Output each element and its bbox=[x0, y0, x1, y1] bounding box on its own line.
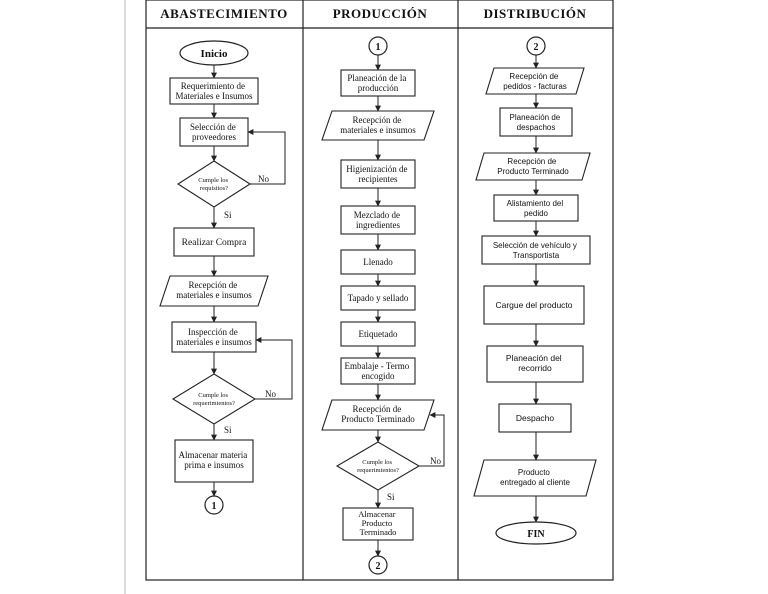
decision-cumple-requisitos bbox=[176, 160, 252, 208]
embalaje-label: Embalaje - Termo encogido bbox=[345, 361, 412, 381]
planeacion-label: Planeación de la producción bbox=[347, 73, 408, 93]
connector-in-2-label: 2 bbox=[534, 42, 539, 53]
io-recepcion-materiales-produccion bbox=[321, 110, 435, 141]
process-inspeccion bbox=[171, 321, 257, 353]
no-label-1: No bbox=[258, 174, 269, 184]
planeacion-despachos-label: Planeación de despachos bbox=[510, 113, 563, 132]
planeacion-recorrido-label: Planeación del recorrido bbox=[506, 353, 564, 373]
seleccion-vehiculo-label: Selección de vehículo y Transportista bbox=[493, 241, 579, 260]
decision1-label: Cumple los requisitos? bbox=[198, 177, 229, 192]
process-planeacion-recorrido bbox=[486, 345, 584, 383]
decision-cumple-requerimientos-1 bbox=[171, 373, 257, 425]
almacenar-pt-label: Almacenar Producto Terminado bbox=[358, 509, 397, 537]
lane-abastecimiento: Inicio Requerimiento de Materiales e Ins… bbox=[159, 40, 293, 515]
almacenar-label: Almacenar materia prima e insumos bbox=[179, 450, 250, 470]
process-cargue-producto bbox=[483, 285, 585, 325]
connector-out-2 bbox=[368, 555, 388, 575]
process-tapado-sellado bbox=[340, 285, 416, 311]
process-almacenar-materia-prima bbox=[174, 439, 254, 483]
lane-distribucion: 2 Recepción de pedidos - facturas Planea… bbox=[473, 36, 597, 545]
mezclado-label: Mezclado de ingredientes bbox=[354, 210, 402, 230]
connector-out-1 bbox=[204, 495, 224, 515]
cargue-label: Cargue del producto bbox=[495, 300, 572, 310]
io-recepcion-pedidos bbox=[485, 67, 585, 95]
end-label: FIN bbox=[527, 529, 545, 540]
start-label: Inicio bbox=[201, 48, 228, 60]
connector-out-1-label: 1 bbox=[212, 501, 217, 512]
no-label-3: No bbox=[430, 456, 441, 466]
realizar-compra-label: Realizar Compra bbox=[182, 238, 247, 248]
decision-cumple-requerimientos-2 bbox=[335, 441, 421, 491]
si-label-3: Si bbox=[387, 492, 395, 502]
inspeccion-label: Inspección de materiales e insumos bbox=[176, 327, 252, 347]
si-label-1: Si bbox=[224, 210, 232, 220]
lane-header-produccion: PRODUCCIÓN bbox=[333, 6, 428, 21]
process-llenado bbox=[340, 249, 416, 275]
io-recepcion-materiales bbox=[159, 275, 269, 307]
si-label-2: Si bbox=[224, 425, 232, 435]
no-label-2: No bbox=[265, 389, 276, 399]
process-despacho bbox=[498, 403, 572, 433]
lane-header-abastecimiento: ABASTECIMIENTO bbox=[160, 6, 287, 21]
seleccion-label: Selección de proveedores bbox=[190, 122, 238, 142]
swimlane-frame bbox=[124, 0, 614, 594]
process-alistamiento bbox=[493, 194, 579, 222]
process-planeacion-produccion bbox=[340, 69, 416, 97]
alistamiento-label: Alistamiento del pedido bbox=[507, 199, 566, 218]
connector-in-1-label: 1 bbox=[376, 42, 381, 53]
recepcion-produccion-label: Recepción de materiales e insumos bbox=[340, 115, 416, 135]
higienizacion-label: Higienización de recipientes bbox=[346, 164, 409, 184]
io-producto-entregado bbox=[473, 459, 597, 497]
requerimiento-label: Requerimiento de Materiales e Insumos bbox=[176, 81, 253, 101]
io-recepcion-producto-terminado bbox=[321, 399, 435, 431]
end-terminator bbox=[495, 521, 577, 545]
recepcion-pedidos-label: Recepción de pedidos - facturas bbox=[503, 72, 567, 91]
connector-out-2-label: 2 bbox=[376, 561, 381, 572]
process-planeacion-despachos bbox=[499, 107, 573, 137]
etiquetado-label: Etiquetado bbox=[359, 329, 398, 339]
process-seleccion-proveedores bbox=[179, 117, 249, 147]
producto-entregado-label: Producto entregado al cliente bbox=[500, 468, 570, 487]
process-embalaje bbox=[340, 357, 416, 385]
llenado-label: Llenado bbox=[363, 257, 393, 267]
recepcion-label: Recepción de materiales e insumos bbox=[176, 280, 252, 300]
lane-produccion: 1 Planeación de la producción Recepción … bbox=[321, 36, 445, 575]
process-requerimiento bbox=[169, 77, 259, 105]
decision3-label: Cumple los requerimientos? bbox=[357, 459, 399, 474]
process-etiquetado bbox=[340, 321, 416, 347]
despacho-label: Despacho bbox=[516, 413, 555, 423]
lane-header-distribucion: DISTRIBUCIÓN bbox=[484, 6, 587, 21]
decision2-label: Cumple los requerimientos? bbox=[193, 392, 235, 407]
io-recepcion-producto-terminado-distribucion bbox=[475, 152, 591, 181]
tapado-label: Tapado y sellado bbox=[348, 293, 409, 303]
recepcion-pt-dist-label: Recepción de Producto Terminado bbox=[497, 157, 569, 176]
recepcion-pt-label: Recepción de Producto Terminado bbox=[341, 404, 415, 424]
